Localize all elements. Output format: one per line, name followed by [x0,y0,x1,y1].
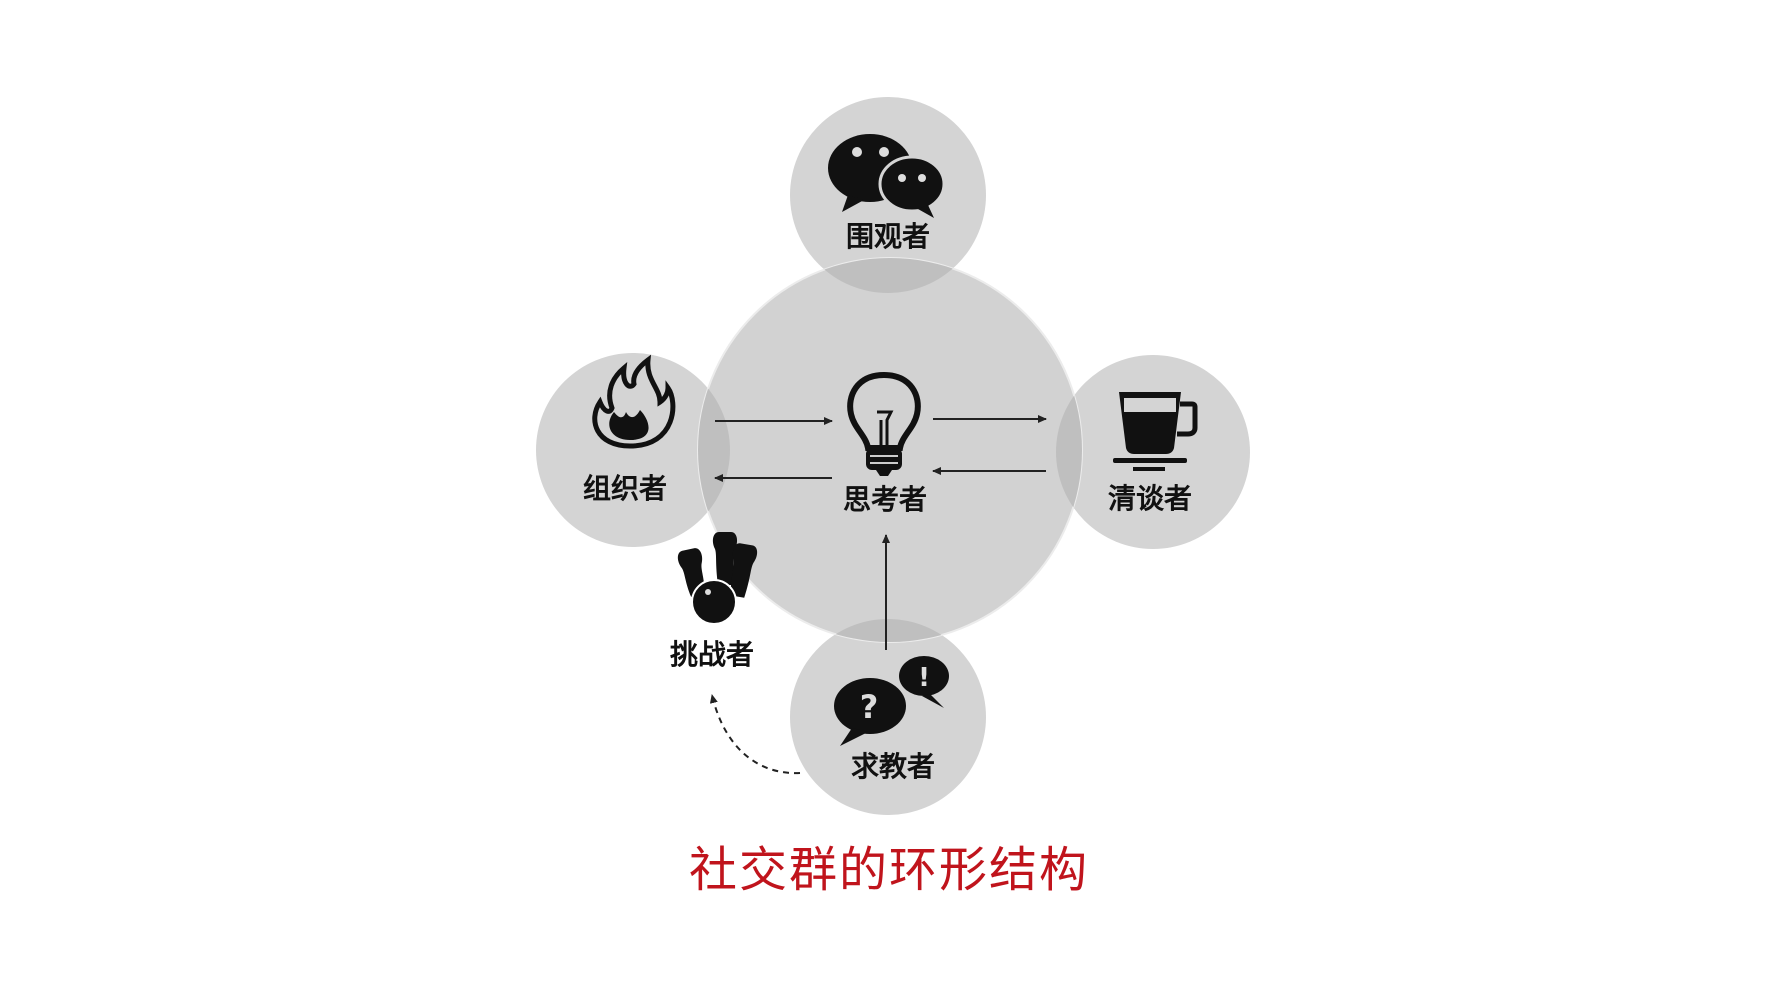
coffee-cup-icon [1113,392,1198,471]
circle-organizer [536,353,730,547]
diagram-caption: 社交群的环形结构 [688,842,1089,898]
edges [709,415,1047,775]
label-seeker: 求教者 [851,750,935,783]
svg-text:!: ! [918,663,930,693]
bowling-icon [677,532,758,625]
svg-text:?: ? [860,688,879,726]
label-thinker: 思考者 [843,483,927,516]
question-exclaim-bubbles-icon: ! ? [834,656,949,746]
edge-seeker-to-challenger-dashed [709,694,801,775]
lightbulb-icon [847,371,921,476]
label-challenger: 挑战者 [670,638,754,671]
chat-bubbles-icon [828,134,946,218]
label-chatter: 清谈者 [1108,482,1192,515]
label-organizer: 组织者 [583,472,667,505]
label-onlooker: 围观者 [846,220,930,253]
flame-icon [592,354,676,449]
